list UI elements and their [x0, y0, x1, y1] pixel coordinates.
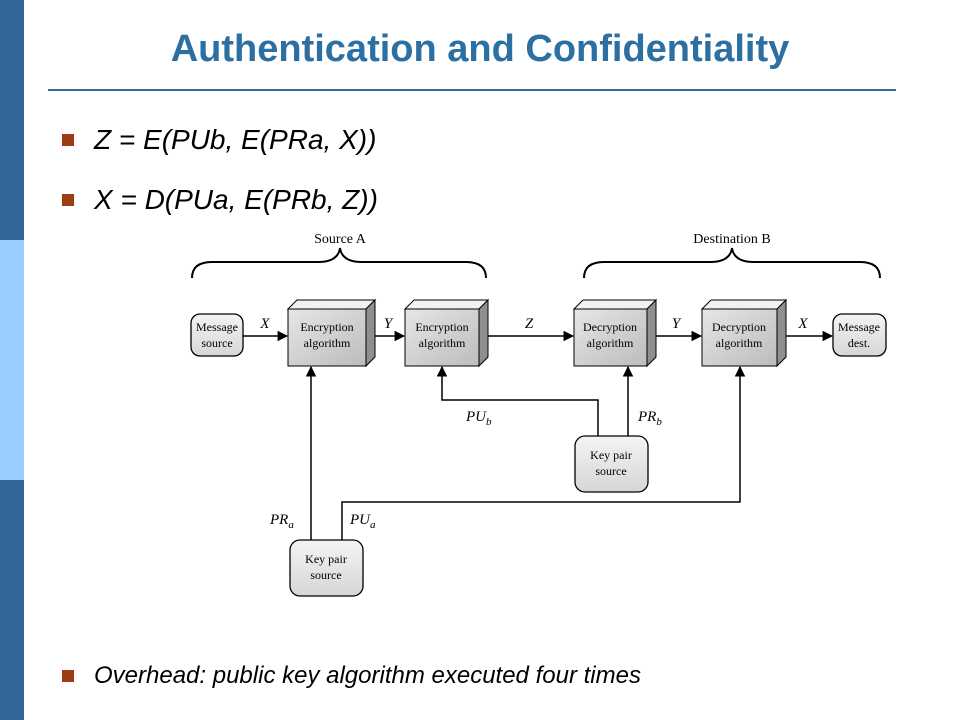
bullet-square-icon — [62, 670, 74, 682]
var-y-2: Y — [672, 316, 682, 332]
key-pair-source-b: Key pair source — [574, 435, 649, 493]
decryption-box-2: Decryption algorithm — [700, 298, 788, 368]
bullet-1: Z = E(PUb, E(PRa, X)) — [62, 124, 376, 156]
decryption-box-1: Decryption algorithm — [572, 298, 658, 368]
destination-brace — [583, 247, 881, 279]
title-underline — [48, 89, 896, 91]
arrow-pu-b — [436, 365, 599, 436]
label-pr-b: PRb — [637, 409, 662, 428]
var-z: Z — [525, 316, 534, 332]
key-pair-b-line1: Key pair — [590, 448, 632, 462]
var-x-out: X — [797, 316, 808, 332]
decryption-2-line1: Decryption — [712, 320, 766, 334]
bullet-square-icon — [62, 194, 74, 206]
bullet-2-text: X = D(PUa, E(PRb, Z)) — [94, 184, 378, 215]
encryption-1-line2: algorithm — [304, 336, 351, 350]
message-source-line2: source — [201, 336, 232, 350]
bullet-3: Overhead: public key algorithm executed … — [62, 662, 641, 690]
encryption-box-2: Encryption algorithm — [403, 298, 490, 368]
decryption-1-line2: algorithm — [587, 336, 634, 350]
message-dest-box: Message dest. — [832, 313, 887, 357]
decryption-2-line2: algorithm — [716, 336, 763, 350]
bullet-square-icon — [62, 134, 74, 146]
key-pair-b-line2: source — [595, 464, 626, 478]
source-a-label: Source A — [314, 232, 367, 247]
encryption-2-line1: Encryption — [415, 320, 468, 334]
label-pr-a: PRa — [269, 512, 294, 531]
encryption-2-line2: algorithm — [419, 336, 466, 350]
message-source-line1: Message — [196, 320, 238, 334]
bullet-1-text: Z = E(PUb, E(PRa, X)) — [94, 124, 377, 155]
key-pair-source-a: Key pair source — [289, 539, 364, 597]
label-pu-a: PUa — [349, 512, 376, 531]
destination-b-label: Destination B — [693, 232, 770, 247]
arrow-pu-a — [341, 365, 746, 540]
message-dest-line1: Message — [838, 320, 880, 334]
slide-title: Authentication and Confidentiality — [170, 28, 790, 70]
bullet-3-text: Overhead: public key algorithm executed … — [94, 662, 641, 689]
encryption-box-1: Encryption algorithm — [286, 298, 377, 368]
source-brace — [191, 247, 487, 279]
var-x-in: X — [259, 316, 270, 332]
message-source-box: Message source — [190, 313, 244, 357]
key-pair-a-line1: Key pair — [305, 552, 347, 566]
left-stripe-top — [0, 0, 24, 240]
bullet-2: X = D(PUa, E(PRb, Z)) — [62, 184, 378, 216]
left-stripe-bottom — [0, 480, 24, 720]
decryption-1-line1: Decryption — [583, 320, 637, 334]
encryption-1-line1: Encryption — [300, 320, 353, 334]
key-pair-a-line2: source — [310, 568, 341, 582]
left-stripe-middle — [0, 240, 24, 480]
var-y-1: Y — [384, 316, 394, 332]
label-pu-b: PUb — [465, 409, 492, 428]
message-dest-line2: dest. — [848, 336, 870, 350]
